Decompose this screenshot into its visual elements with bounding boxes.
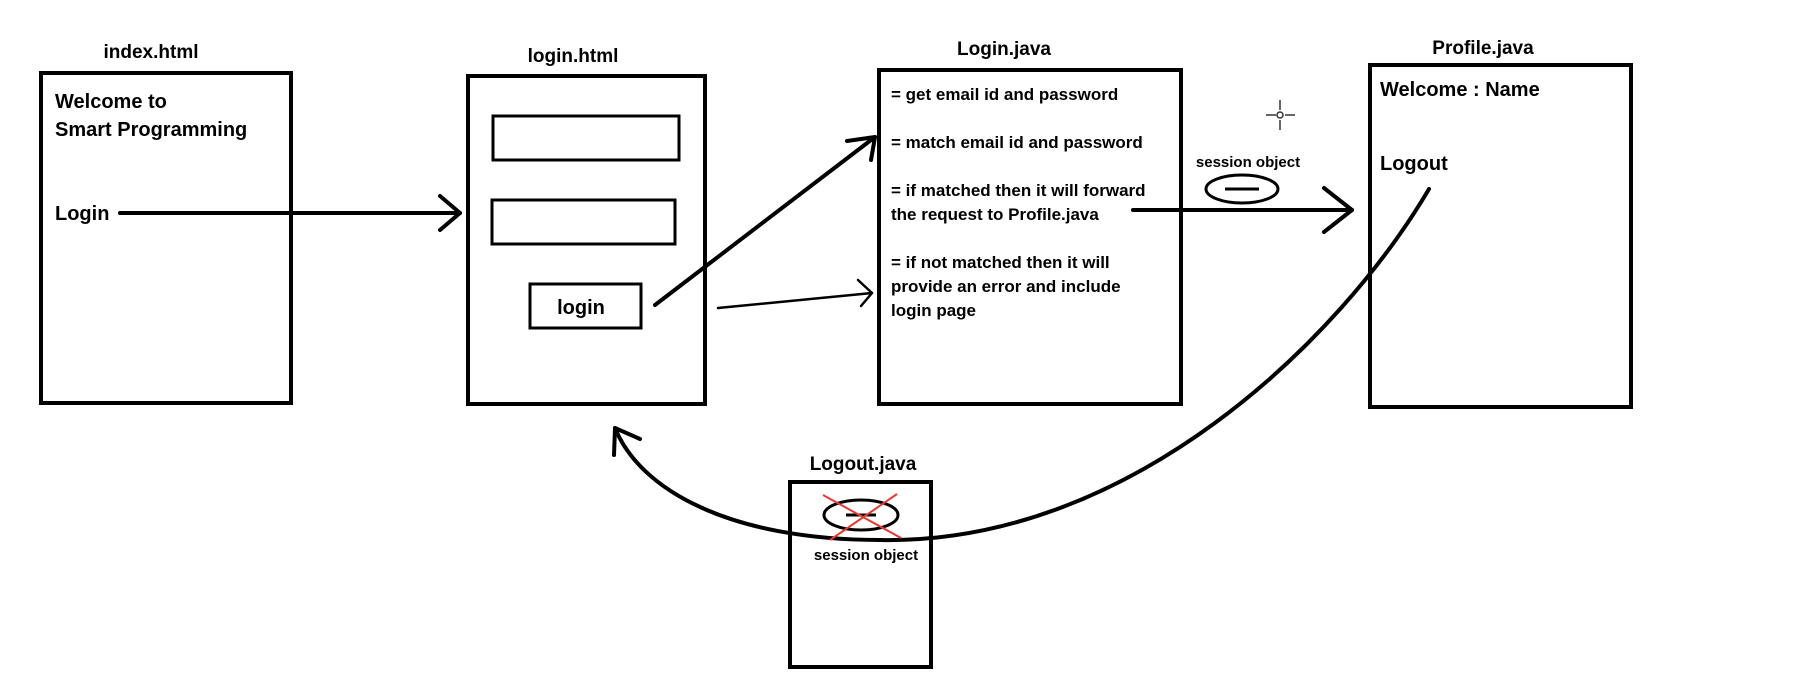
login-page-box — [466, 74, 707, 406]
arrow-index-to-login — [118, 194, 462, 232]
login-servlet-step: provide an error and include — [891, 277, 1121, 296]
index-welcome-line1: Welcome to — [55, 91, 167, 113]
session-object-label: session object — [1196, 154, 1300, 171]
login-page-title: login.html — [528, 46, 619, 67]
index-welcome-line2: Smart Programming — [55, 119, 247, 141]
index-title: index.html — [103, 42, 198, 63]
profile-welcome-text: Welcome : Name — [1380, 79, 1540, 101]
index-page-box — [39, 71, 293, 405]
login-servlet-step: the request to Profile.java — [891, 205, 1099, 224]
login-button-label: login — [557, 297, 605, 319]
login-servlet-step: = if not matched then it will — [891, 253, 1110, 272]
logout-servlet-title: Logout.java — [810, 454, 917, 475]
session-object-icon — [1204, 173, 1280, 205]
profile-logout-link[interactable]: Logout — [1380, 153, 1448, 175]
email-input[interactable] — [491, 114, 681, 162]
login-button[interactable] — [528, 282, 643, 330]
login-servlet-step: login page — [891, 301, 976, 320]
cursor-crosshair-icon — [1266, 100, 1295, 130]
arrow-login-to-servlet-upper — [653, 135, 877, 307]
profile-title: Profile.java — [1432, 38, 1534, 59]
arrow-servlet-to-profile — [1131, 186, 1354, 234]
login-servlet-box — [877, 68, 1183, 406]
password-input[interactable] — [490, 198, 677, 246]
profile-box — [1368, 63, 1633, 409]
login-servlet-step: = if matched then it will forward — [891, 181, 1146, 200]
arrow-logout-to-login — [612, 187, 1431, 543]
arrow-login-to-servlet-lower — [716, 278, 874, 310]
logout-servlet-box — [788, 480, 933, 669]
logout-session-object-label: session object — [814, 547, 918, 564]
session-destroyed-icon — [822, 493, 902, 541]
login-servlet-step: = get email id and password — [891, 85, 1118, 104]
login-servlet-step: = match email id and password — [891, 133, 1143, 152]
index-login-link[interactable]: Login — [55, 203, 109, 225]
login-servlet-title: Login.java — [957, 39, 1051, 60]
